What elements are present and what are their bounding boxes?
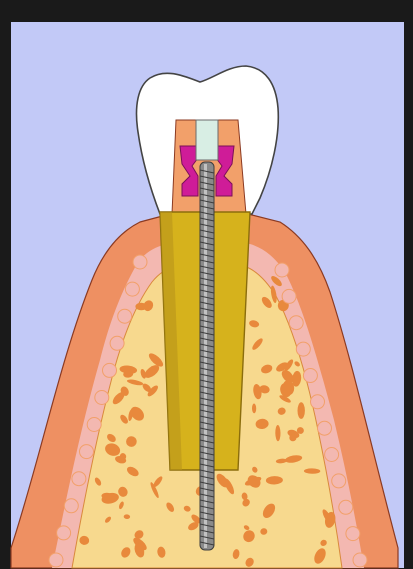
gum-wave-bump [325, 448, 339, 462]
gum-wave-bump [72, 472, 86, 486]
gum-wave-bump [332, 474, 346, 488]
gum-wave-bump [110, 336, 124, 350]
gum-wave-bump [346, 527, 360, 541]
gum-wave-bump [103, 363, 117, 377]
gum-wave-bump [125, 282, 139, 296]
gum-wave-bump [133, 255, 147, 269]
canal-filling [196, 120, 218, 160]
gum-wave-bump [339, 500, 353, 514]
gum-wave-bump [318, 421, 332, 435]
gum-wave-bump [289, 316, 303, 330]
gum-wave-bump [311, 395, 325, 409]
gum-wave-bump [95, 391, 109, 405]
gum-wave-bump [282, 289, 296, 303]
gum-wave-bump [353, 553, 367, 567]
bone-spot [298, 402, 305, 419]
screw-post [200, 162, 214, 550]
screw-highlight [204, 164, 207, 548]
gum-wave-bump [296, 342, 310, 356]
gum-wave-bump [118, 309, 132, 323]
gum-wave-bump [64, 499, 78, 513]
gum-wave-bump [49, 553, 63, 567]
gum-wave-bump [303, 369, 317, 383]
gum-wave-bump [57, 526, 71, 540]
gum-wave-bump [275, 263, 289, 277]
gum-wave-bump [80, 445, 94, 459]
gum-wave-bump [87, 418, 101, 432]
